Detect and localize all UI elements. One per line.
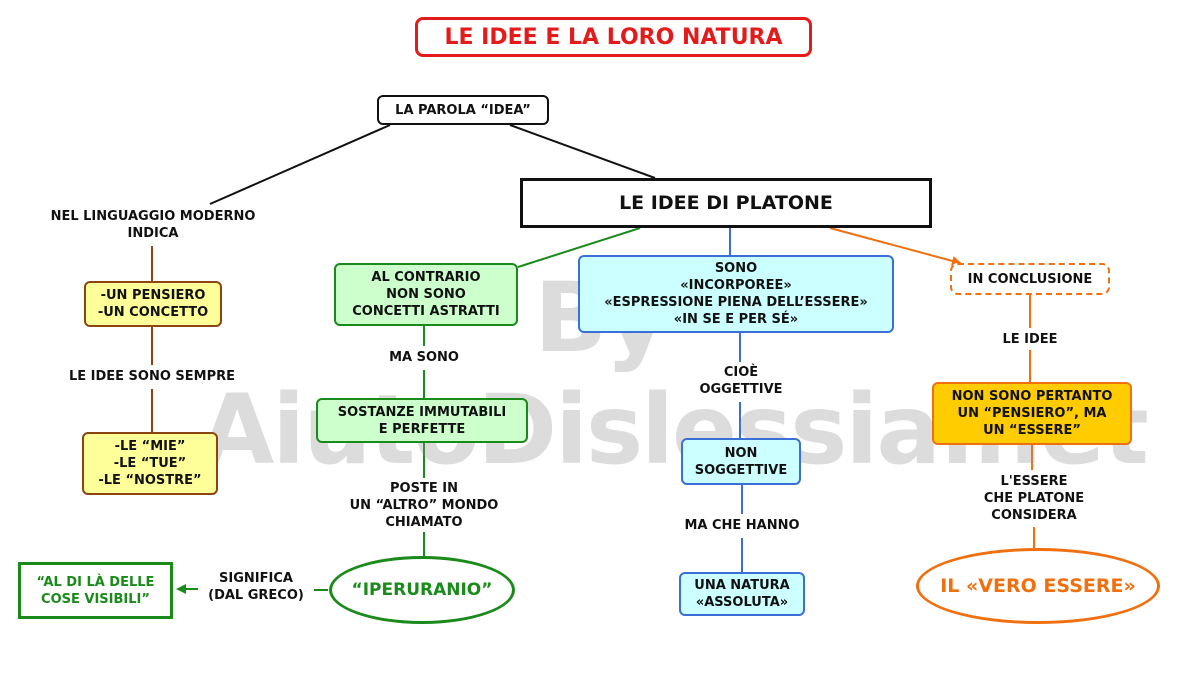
node-vero-essere: IL «VERO ESSERE» [916,548,1160,624]
label-ma-che: MA CHE HANNO [672,517,812,534]
node-mie: -LE “MIE” -LE “TUE” -LE “NOSTRE” [82,432,218,495]
line-parola-linguaggio [209,124,391,205]
node-conclusione: IN CONCLUSIONE [950,263,1110,295]
node-non-soggettive: NON SOGGETTIVE [681,438,801,485]
node-aldila: “AL DI LÀ DELLE COSE VISIBILI” [18,562,173,619]
label-sempre: LE IDEE SONO SEMPRE [50,368,254,385]
node-non-sono: NON SONO PERTANTO UN “PENSIERO”, MA UN “… [932,382,1132,445]
node-pensiero: -UN PENSIERO -UN CONCETTO [84,281,222,327]
label-poste: POSTE IN UN “ALTRO” MONDO CHIAMATO [334,480,514,531]
diagram-title: LE IDEE E LA LORO NATURA [415,17,812,57]
label-cioe: CIOÈ OGGETTIVE [686,364,796,398]
node-contrario: AL CONTRARIO NON SONO CONCETTI ASTRATTI [334,263,518,326]
label-ma-sono: MA SONO [374,349,474,366]
node-iperuranio: “IPERURANIO” [329,556,515,624]
node-parola-idea: LA PAROLA “IDEA” [377,95,549,125]
node-sostanze: SOSTANZE IMMUTABILI E PERFETTE [316,398,528,443]
node-natura: UNA NATURA «ASSOLUTA» [679,572,805,616]
line-green-1 [517,227,641,268]
node-incorporee: SONO «INCORPOREE» «ESPRESSIONE PIENA DEL… [578,255,894,333]
line-parola-platone [509,124,656,179]
label-significa: SIGNIFICA (DAL GRECO) [198,570,314,604]
node-idee-platone: LE IDEE DI PLATONE [520,178,932,228]
label-lessere: L'ESSERE CHE PLATONE CONSIDERA [970,473,1098,524]
label-linguaggio: NEL LINGUAGGIO MODERNO INDICA [30,208,276,242]
line-orange-arrow [829,227,962,266]
label-le-idee: LE IDEE [990,331,1070,348]
